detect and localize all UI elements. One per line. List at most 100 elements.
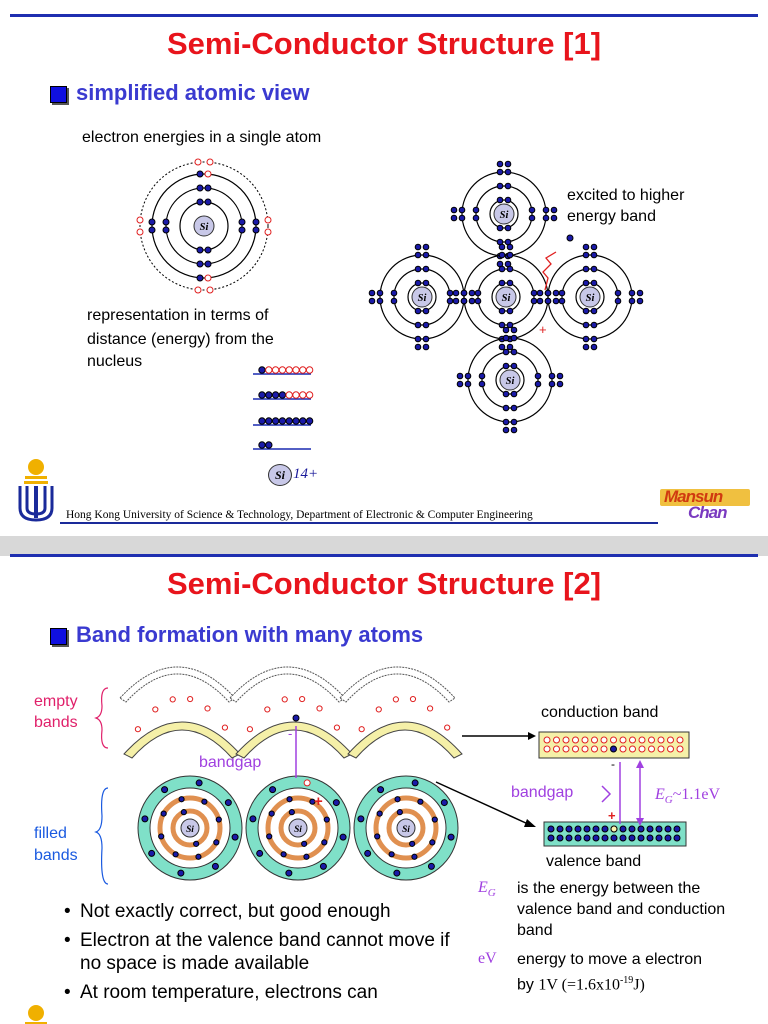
shell	[151, 173, 257, 279]
electron	[265, 391, 273, 399]
hole	[333, 724, 341, 731]
electron	[496, 182, 504, 190]
electron	[390, 297, 398, 305]
shell	[495, 365, 525, 395]
hole	[375, 706, 382, 713]
shell	[393, 268, 451, 326]
shell	[165, 187, 243, 265]
hole	[299, 391, 307, 399]
electron	[450, 214, 458, 222]
valence-band-box	[543, 821, 687, 847]
electron	[215, 816, 222, 823]
electron	[292, 714, 300, 722]
electron	[285, 417, 293, 425]
brand-top: Mansun	[664, 487, 723, 506]
electron	[414, 243, 422, 251]
electron	[547, 834, 555, 842]
electron	[271, 391, 280, 399]
filled-bands-brace	[94, 787, 109, 885]
filled-bands-label-line1: filled	[34, 825, 67, 842]
electron	[394, 796, 401, 803]
electron	[195, 779, 203, 787]
empty-bands-label-line2: bands	[34, 714, 78, 731]
electron	[252, 218, 260, 226]
hole	[271, 366, 280, 374]
hole	[194, 286, 202, 294]
filled-bands-label-line2: bands	[34, 847, 78, 864]
electron	[278, 417, 287, 425]
hole	[204, 705, 211, 712]
electron	[321, 839, 328, 846]
electron	[390, 289, 398, 297]
electron	[180, 809, 187, 816]
electron	[474, 297, 482, 305]
nucleus-label: Si	[500, 210, 509, 221]
electron	[556, 825, 564, 833]
electron	[558, 289, 566, 297]
electron	[204, 198, 212, 206]
electron	[148, 226, 156, 234]
electron	[528, 214, 536, 222]
electron	[196, 260, 204, 268]
electron	[323, 816, 330, 823]
def-ev-exp: -19	[619, 975, 634, 986]
electron	[458, 214, 466, 222]
electron	[536, 297, 544, 305]
hole-plus: +	[539, 322, 547, 337]
electron	[196, 170, 204, 178]
hole	[648, 736, 655, 744]
def-ev-symbol: eV	[478, 950, 497, 967]
shell	[475, 185, 533, 243]
electron	[582, 243, 590, 251]
conduction-band-arc	[123, 721, 241, 759]
electron	[148, 218, 156, 226]
outer-shell-dotted	[139, 161, 269, 291]
nucleus-label: Si	[274, 468, 285, 482]
empty-bands-brace	[94, 687, 109, 749]
shell-orange	[265, 795, 331, 861]
hole	[676, 745, 684, 753]
electron	[614, 297, 622, 305]
electron	[510, 334, 518, 342]
eg-sub: G	[664, 794, 673, 807]
electron	[414, 279, 422, 287]
shell	[407, 282, 437, 312]
electron	[590, 265, 598, 273]
electron	[280, 851, 287, 858]
electron	[238, 218, 246, 226]
hole	[281, 696, 288, 703]
electron	[224, 799, 232, 807]
electron	[364, 849, 372, 857]
def-ev-value: (=1.6x10	[557, 976, 620, 994]
hole	[572, 745, 579, 753]
electron	[238, 226, 246, 234]
electron	[422, 343, 430, 351]
electron	[614, 289, 622, 297]
top-rule	[10, 554, 758, 557]
electron	[278, 391, 287, 399]
electron	[172, 851, 179, 858]
electron	[285, 869, 293, 877]
electron	[393, 869, 401, 877]
eg-arrow-head	[636, 818, 644, 826]
electron	[610, 834, 618, 842]
nucleus	[180, 818, 200, 838]
electron	[288, 809, 295, 816]
hole	[426, 705, 434, 712]
hole	[316, 705, 323, 712]
eg-arrow-head	[636, 760, 644, 768]
electron	[590, 307, 598, 315]
electron	[619, 825, 627, 833]
electron	[510, 326, 518, 334]
electron	[502, 418, 510, 426]
empty-band-arc	[229, 666, 346, 703]
electron	[196, 198, 204, 206]
electron	[583, 825, 591, 833]
electron	[196, 274, 204, 282]
nucleus-label: Si	[186, 825, 194, 835]
electron	[265, 441, 273, 449]
hole	[553, 736, 560, 744]
energy-level-representation	[253, 366, 314, 450]
hole-plus: +	[314, 793, 323, 810]
electron	[376, 297, 384, 305]
